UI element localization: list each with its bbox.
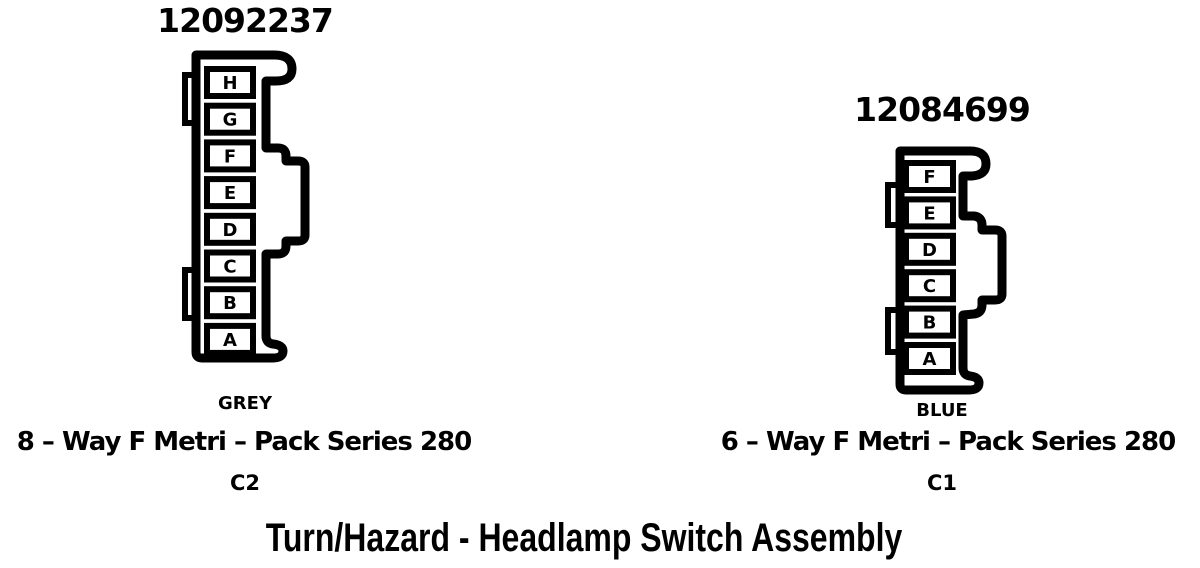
pin-box-C	[204, 249, 256, 283]
pin-box-D	[204, 212, 256, 246]
pin-letter-B: B	[223, 293, 237, 314]
part-number-c1: 12084699	[854, 90, 1031, 129]
pin-letter-C: C	[223, 257, 236, 278]
pin-letter-D: D	[223, 220, 238, 241]
part-number-c2: 12092237	[157, 1, 334, 40]
connector-ref-label-c2: C2	[229, 471, 261, 495]
figure-title: Turn/Hazard - Headlamp Switch Assembly	[265, 516, 903, 560]
pin-box-G	[204, 102, 256, 136]
pin-box-F	[903, 160, 956, 193]
pin-letter-E: E	[224, 183, 236, 204]
connector-series-label-c2: 8 – Way F Metri – Pack Series 280	[16, 427, 472, 457]
pin-box-H	[204, 66, 256, 99]
pin-box-B	[204, 286, 256, 320]
pin-box-B	[903, 305, 956, 339]
pin-letter-F: F	[224, 146, 236, 167]
pin-box-E	[204, 176, 256, 210]
pin-box-A	[204, 322, 256, 356]
pin-letter-H: H	[222, 73, 237, 94]
pin-box-D	[903, 232, 956, 266]
pin-letter-F: F	[923, 167, 935, 188]
pin-box-C	[903, 269, 956, 303]
pin-letter-A: A	[923, 349, 937, 370]
pin-box-F	[204, 139, 256, 173]
connector-series-label-c1: 6 – Way F Metri – Pack Series 280	[720, 427, 1176, 457]
pin-letter-C: C	[923, 276, 936, 297]
connector-color-label-c1: BLUE	[916, 400, 968, 421]
connector-color-label-c2: GREY	[218, 393, 272, 414]
pin-letter-A: A	[223, 330, 237, 351]
pin-box-E	[903, 196, 956, 230]
pin-letter-D: D	[922, 240, 937, 261]
pin-box-A	[903, 342, 956, 375]
pin-letter-B: B	[923, 313, 937, 334]
pin-letter-E: E	[923, 203, 935, 224]
connector-ref-label-c1: C1	[926, 471, 958, 495]
pin-letter-G: G	[223, 110, 238, 131]
